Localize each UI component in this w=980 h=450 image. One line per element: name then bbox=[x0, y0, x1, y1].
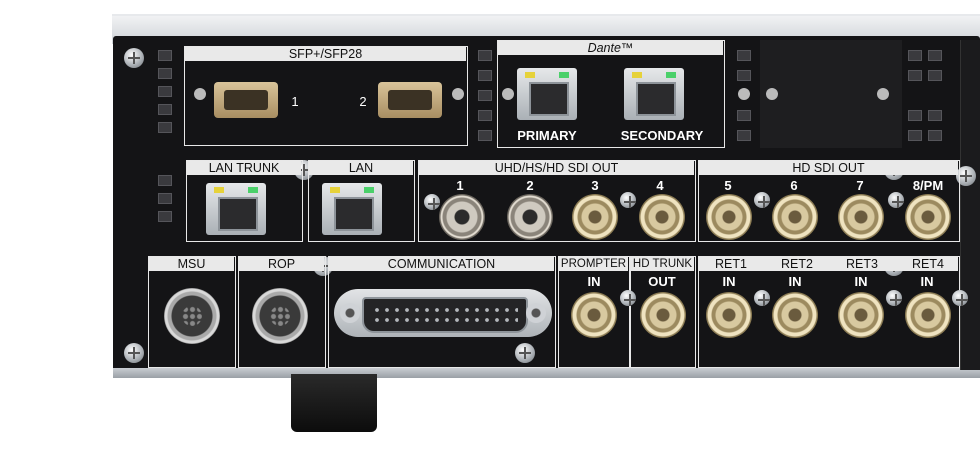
sfp-cage-1[interactable] bbox=[214, 82, 278, 118]
prompter-header: PROMPTER bbox=[559, 257, 628, 271]
thumb-screw-icon bbox=[194, 88, 206, 100]
msu-connector[interactable] bbox=[164, 288, 220, 344]
ret-in-label: IN bbox=[920, 274, 934, 289]
sdi-out-7-connector[interactable] bbox=[838, 194, 884, 240]
lan-header: LAN bbox=[309, 161, 413, 175]
msu-header: MSU bbox=[149, 257, 234, 271]
thumb-screw-icon bbox=[452, 88, 464, 100]
panel-screw-icon bbox=[424, 194, 440, 210]
hd-trunk-header: HD TRUNK bbox=[631, 257, 694, 271]
dante-secondary-port[interactable] bbox=[624, 68, 684, 120]
dante-section: Dante™ bbox=[497, 40, 725, 148]
sdi-out-5-connector[interactable] bbox=[706, 194, 752, 240]
sdi-out-3-connector[interactable] bbox=[572, 194, 618, 240]
sfp-port-label: 1 bbox=[291, 94, 299, 109]
panel-screw-icon bbox=[754, 290, 770, 306]
ret-in-label: IN bbox=[722, 274, 736, 289]
panel-screw-icon bbox=[952, 290, 968, 306]
lan-trunk-section: LAN TRUNK bbox=[186, 160, 303, 242]
vent-column-middle bbox=[478, 50, 494, 150]
panel-screw-icon bbox=[886, 290, 902, 306]
sdi-out-number: 6 bbox=[790, 178, 798, 193]
sdi-out-4-connector[interactable] bbox=[639, 194, 685, 240]
dante-primary-port[interactable] bbox=[517, 68, 577, 120]
ret3-in-connector[interactable] bbox=[838, 292, 884, 338]
ret-header: RET3 bbox=[846, 257, 878, 271]
sdi-out-number: 5 bbox=[724, 178, 732, 193]
lan-section: LAN bbox=[308, 160, 415, 242]
chassis-bottom-edge bbox=[113, 368, 980, 378]
vent-column-far-right bbox=[908, 50, 948, 150]
lan-port[interactable] bbox=[322, 183, 382, 235]
rop-header: ROP bbox=[239, 257, 324, 271]
dante-port-label: PRIMARY bbox=[517, 128, 577, 143]
vent-column-right bbox=[737, 50, 753, 150]
panel-screw-icon bbox=[620, 290, 636, 306]
sdi-out-2-connector[interactable] bbox=[507, 194, 553, 240]
thumb-screw-icon bbox=[766, 88, 778, 100]
sdi-out-8-pm-connector[interactable] bbox=[905, 194, 951, 240]
lan-trunk-port[interactable] bbox=[206, 183, 266, 235]
rop-connector[interactable] bbox=[252, 288, 308, 344]
sdi-out-number: 1 bbox=[456, 178, 464, 193]
panel-screw-icon bbox=[888, 192, 904, 208]
sfp-section: SFP+/SFP28 bbox=[184, 46, 468, 146]
sdi-out-6-connector[interactable] bbox=[772, 194, 818, 240]
ret-header: RET1 bbox=[715, 257, 747, 271]
sdi-out-number: 8/PM bbox=[912, 178, 944, 193]
panel-screw-icon bbox=[956, 166, 976, 186]
thumb-screw-icon bbox=[502, 88, 514, 100]
thumb-screw-icon bbox=[877, 88, 889, 100]
sdi-out-number: 4 bbox=[656, 178, 664, 193]
ret-in-label: IN bbox=[788, 274, 802, 289]
lan-trunk-header: LAN TRUNK bbox=[187, 161, 301, 175]
panel-screw-icon bbox=[515, 343, 535, 363]
hd-sdi-out-header: HD SDI OUT bbox=[699, 161, 958, 175]
panel-right-edge bbox=[960, 40, 980, 370]
sdi-out-number: 2 bbox=[526, 178, 534, 193]
sdi-out-1-connector[interactable] bbox=[439, 194, 485, 240]
hd-sdi-out-section: HD SDI OUT bbox=[698, 160, 960, 242]
rop-section: ROP bbox=[238, 256, 326, 368]
hd-trunk-out-connector[interactable] bbox=[640, 292, 686, 338]
dante-logo: Dante™ bbox=[498, 41, 723, 55]
sfp-cage-2[interactable] bbox=[378, 82, 442, 118]
dante-port-label: SECONDARY bbox=[620, 128, 704, 143]
ret-header-bar bbox=[699, 257, 958, 271]
vent-column-left-top bbox=[158, 50, 178, 150]
panel-screw-icon bbox=[124, 48, 144, 68]
communication-dsub-connector[interactable] bbox=[334, 289, 552, 337]
uhd-sdi-out-section: UHD/HS/HD SDI OUT bbox=[418, 160, 696, 242]
hd-trunk-section: HD TRUNK bbox=[630, 256, 696, 368]
communication-header: COMMUNICATION bbox=[329, 257, 554, 271]
uhd-sdi-out-header: UHD/HS/HD SDI OUT bbox=[419, 161, 694, 175]
ret-in-label: IN bbox=[854, 274, 868, 289]
vent-column-left-bottom bbox=[158, 175, 178, 235]
panel-screw-icon bbox=[620, 192, 636, 208]
prompter-section: PROMPTER bbox=[558, 256, 630, 368]
ret-header: RET2 bbox=[781, 257, 813, 271]
rubber-foot bbox=[291, 374, 377, 432]
ret2-in-connector[interactable] bbox=[772, 292, 818, 338]
sdi-out-number: 3 bbox=[591, 178, 599, 193]
panel-screw-icon bbox=[124, 343, 144, 363]
thumb-screw-icon bbox=[738, 88, 750, 100]
ret-section bbox=[698, 256, 960, 368]
ret4-in-connector[interactable] bbox=[905, 292, 951, 338]
hd-trunk-out-label: OUT bbox=[648, 274, 676, 289]
panel-screw-icon bbox=[754, 192, 770, 208]
ret-header: RET4 bbox=[912, 257, 944, 271]
prompter-in-connector[interactable] bbox=[571, 292, 617, 338]
sfp-header: SFP+/SFP28 bbox=[185, 47, 466, 61]
sdi-out-number: 7 bbox=[856, 178, 864, 193]
prompter-in-label: IN bbox=[587, 274, 601, 289]
communication-section: COMMUNICATION bbox=[328, 256, 556, 368]
msu-section: MSU bbox=[148, 256, 236, 368]
ret1-in-connector[interactable] bbox=[706, 292, 752, 338]
sfp-port-label: 2 bbox=[359, 94, 367, 109]
